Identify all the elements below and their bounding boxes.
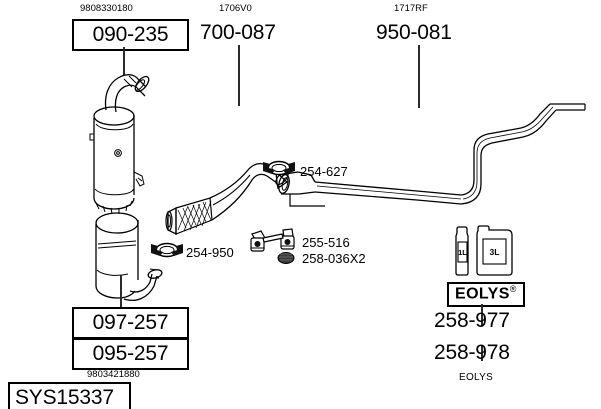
part-code-095-257[interactable]: 095-257	[72, 338, 189, 370]
clamp-254-950-icon	[151, 242, 183, 258]
eolys-brand-text: EOLYS	[455, 285, 510, 303]
leader-line-eolys	[481, 304, 483, 326]
rear-pipe-graphic	[278, 103, 586, 207]
eolys-bottles-graphic: 1L 3L	[455, 225, 513, 276]
system-code-SYS15337[interactable]: SYS15337	[8, 382, 131, 409]
leader-line-090-235	[123, 47, 125, 75]
dpf-catalyst-assembly-graphic	[89, 74, 163, 301]
hanger-255-516-icon	[250, 228, 295, 252]
part-code-950-081[interactable]: 950-081	[376, 21, 452, 44]
leader-line-950-081	[418, 45, 420, 108]
leader-line-700-087	[238, 45, 240, 106]
nut-258-036-icon	[277, 252, 295, 264]
part-code-097-257[interactable]: 097-257	[72, 307, 189, 339]
part-code-258-978[interactable]: 258-978	[434, 341, 510, 364]
svg-text:3L: 3L	[490, 247, 500, 257]
eolys-caption: EOLYS	[459, 372, 494, 383]
registered-mark: ®	[509, 284, 517, 294]
eolys-brand-box[interactable]: EOLYS®	[447, 282, 525, 307]
svg-text:1L: 1L	[458, 248, 467, 257]
part-code-258-977[interactable]: 258-977	[434, 309, 510, 332]
clamp-254-627-icon	[263, 160, 295, 176]
label-258-036X2: 258-036X2	[302, 251, 366, 266]
oem-code-9808330180: 9808330180	[80, 3, 133, 14]
oem-code-1717RF: 1717RF	[394, 3, 428, 14]
label-255-516: 255-516	[302, 235, 350, 250]
part-code-700-087[interactable]: 700-087	[200, 21, 276, 44]
label-254-627: 254-627	[300, 164, 348, 179]
part-code-090-235[interactable]: 090-235	[72, 19, 189, 51]
leader-line-eolys-lower	[481, 345, 483, 361]
label-254-950: 254-950	[186, 245, 234, 260]
oem-code-1706V0: 1706V0	[219, 3, 252, 14]
oem-code-9803421880: 9803421880	[87, 369, 140, 380]
